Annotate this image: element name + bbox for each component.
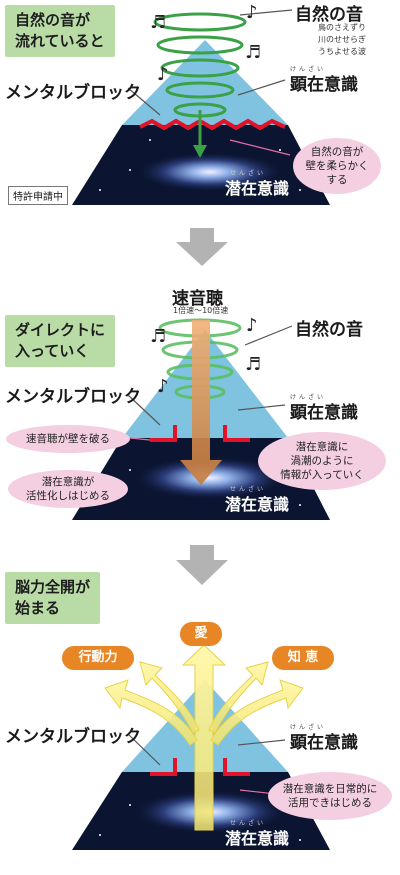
subconscious-label-1: 潜在意識 xyxy=(225,179,290,198)
mental-block-label-2: メンタルブロック xyxy=(5,387,141,407)
galaxy-1 xyxy=(135,152,285,192)
yellow-arrows xyxy=(104,644,304,831)
action-pill: 行動力 xyxy=(62,646,134,670)
headline-2: ダイレクトに 入っていく xyxy=(5,315,116,367)
subconscious-ruby-1: せんざい xyxy=(230,170,267,177)
conscious-ruby-3: けんざい xyxy=(290,724,327,731)
conscious-label-3: 顕在意識 xyxy=(290,733,358,753)
music-note-icon: ♪ xyxy=(246,315,258,336)
subconscious-ruby-2: せんざい xyxy=(230,486,267,493)
conscious-label-1: 顕在意識 xyxy=(290,75,358,95)
activate-bubble: 潜在意識が 活性化しはじめる xyxy=(8,470,128,508)
music-note-icon: ♪ xyxy=(246,2,258,23)
mental-block-label-1: メンタルブロック xyxy=(5,83,141,103)
music-note-icon: ♪ xyxy=(157,64,169,85)
soften-wall-bubble: 自然の音が 壁を柔らかく する xyxy=(293,138,381,194)
music-note-icon: ♪ xyxy=(157,376,169,397)
music-note-icon: ♬ xyxy=(245,42,262,63)
music-note-icon: ♬ xyxy=(150,326,167,347)
leader-block-1 xyxy=(127,87,161,116)
headline-3: 脳力全開が 始まる xyxy=(5,572,101,624)
green-spiral-1 xyxy=(153,12,247,150)
broken-wall-3 xyxy=(150,758,250,776)
headline-1: 自然の音が 流れていると xyxy=(5,5,115,57)
break-wall-bubble: 速音聴が壁を破る xyxy=(6,425,130,453)
nature-examples: 鳥のさえずり 川のせせらぎ うちよせる波 xyxy=(318,23,366,56)
subconscious-label-2: 潜在意識 xyxy=(225,495,290,514)
wisdom-pill: 知 恵 xyxy=(272,646,334,670)
leader-conscious-1 xyxy=(237,79,286,96)
patent-pending-badge: 特許申請中 xyxy=(8,186,68,205)
subconscious-ruby-3: せんざい xyxy=(230,820,267,827)
broken-wall-2 xyxy=(150,425,250,442)
nature-sound-label-2: 自然の音 xyxy=(295,320,363,340)
music-note-icon: ♬ xyxy=(245,354,262,375)
subconscious-label-3: 潜在意識 xyxy=(225,829,290,848)
conscious-ruby-2: けんざい xyxy=(290,394,327,401)
fast-listening-beam xyxy=(180,320,222,485)
mental-block-label-3: メンタルブロック xyxy=(5,727,141,747)
fast-listening-label: 速音聴 xyxy=(172,289,223,309)
whirlpool-bubble: 潜在意識に 渦潮のように 情報が入っていく xyxy=(258,432,386,490)
leader-sound-1 xyxy=(239,9,293,16)
fast-listening-speed: 1倍速〜10倍速 xyxy=(173,306,229,315)
music-note-icon: ♬ xyxy=(150,12,167,33)
love-pill: 愛 xyxy=(180,622,222,646)
daily-use-bubble: 潜在意識を日常的に 活用できはじめる xyxy=(268,772,392,820)
conscious-ruby-1: けんざい xyxy=(290,66,327,73)
nature-sound-label-1: 自然の音 xyxy=(295,5,363,25)
leader-bubble-1 xyxy=(229,139,291,156)
down-arrow-icon xyxy=(176,228,228,266)
conscious-label-2: 顕在意識 xyxy=(290,403,358,423)
down-arrow-icon xyxy=(193,145,207,158)
mental-block-wall-1 xyxy=(139,118,286,131)
down-arrow-icon xyxy=(176,545,228,585)
